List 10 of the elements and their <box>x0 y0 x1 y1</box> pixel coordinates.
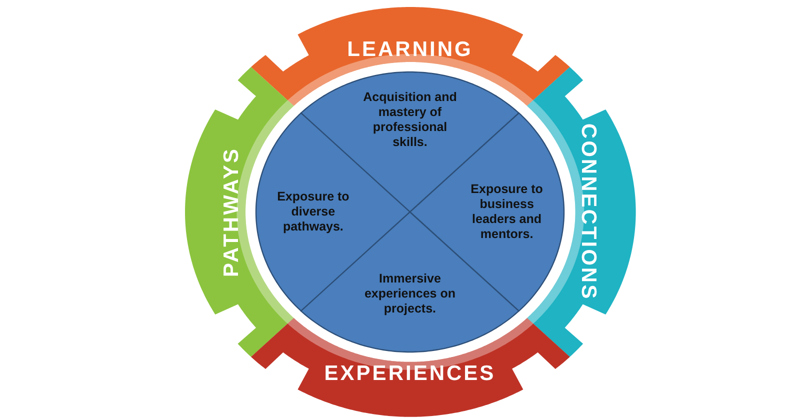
gear-segment <box>250 7 570 106</box>
gear-segment <box>250 318 570 417</box>
segment-title: PATHWAYS <box>220 147 244 277</box>
quadrant-text: Exposure to business leaders and mentors. <box>470 182 544 242</box>
segment-title: CONNECTIONS <box>576 123 600 301</box>
segment-title: LEARNING <box>347 38 473 62</box>
quadrant-text: Exposure to diverse pathways. <box>276 189 350 234</box>
quadrant-text: Immersive experiences on projects. <box>363 272 456 316</box>
segment-title: EXPERIENCES <box>324 362 496 386</box>
quadrant-text: Acquisition and mastery of professional skills. <box>362 90 458 150</box>
